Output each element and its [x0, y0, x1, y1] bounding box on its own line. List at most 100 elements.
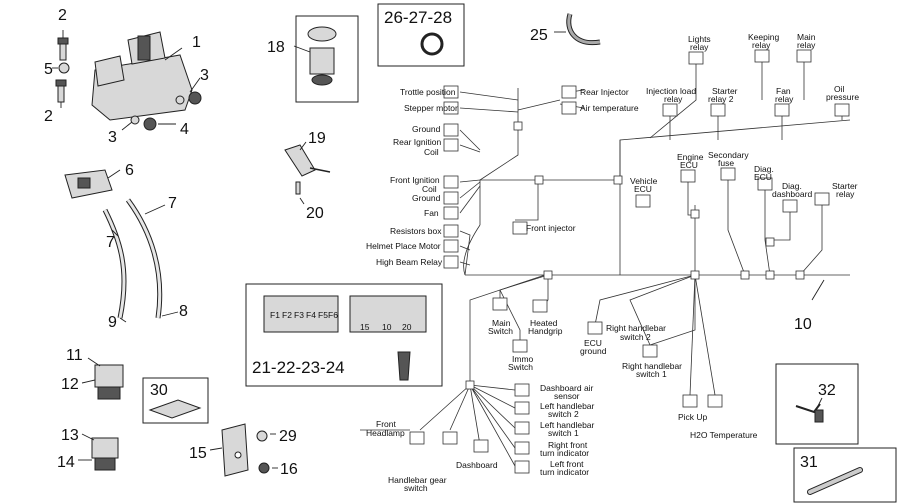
part-2-bolt-top: [57, 30, 69, 61]
label-diag-ecu-1: Diag.: [754, 164, 774, 174]
label-starter-relay-1: Starter: [832, 181, 858, 191]
label-26-27-28: 26-27-28: [384, 8, 452, 27]
relay-label-20: 20: [402, 322, 412, 332]
label-right-handlebar-switch2-2: switch 2: [620, 332, 651, 342]
part-15-bracket: [209, 423, 249, 477]
label-4: 4: [180, 121, 189, 138]
part-number-labels: 1 2 5 3 2 3 4 6 7 7 9 8 11 12 30 13 14 1…: [44, 7, 836, 478]
fuse-label-6: F6: [328, 310, 338, 320]
label-helmet-place-motor: Helmet Place Motor: [366, 241, 441, 251]
label-31: 31: [800, 454, 818, 471]
part-2-bolt-bottom: [55, 79, 67, 108]
label-lights-relay-2: relay: [690, 42, 709, 52]
label-front-ignition-1: Front Ignition: [390, 175, 440, 185]
part-7-8-9-cables: [102, 198, 179, 323]
label-29: 29: [279, 428, 297, 445]
label-h2o-temperature: H2O Temperature: [690, 430, 758, 440]
part-31-frame: [793, 447, 897, 503]
label-heated-handgrip-1: Heated: [530, 318, 558, 328]
label-left-front-turn-1: Left front: [550, 459, 584, 469]
part-18-frame: [293, 15, 359, 103]
fuse-label-2: F2: [282, 310, 292, 320]
label-2b: 2: [44, 108, 53, 125]
label-main-relay-1: Main: [797, 32, 816, 42]
label-dashboard-air-sensor-1: Dashboard air: [540, 383, 594, 393]
label-10: 10: [794, 316, 812, 333]
label-9: 9: [108, 314, 117, 331]
label-20: 20: [306, 205, 324, 222]
fuse-label-4: F4: [306, 310, 316, 320]
label-1: 1: [192, 34, 201, 51]
label-vehicle-ecu-2: ECU: [634, 184, 652, 194]
label-ground-1: Ground: [412, 124, 441, 134]
label-right-handlebar-switch1-1: Right handlebar: [622, 361, 682, 371]
part-32-frame: [775, 363, 859, 445]
label-21-22-23-24: 21-22-23-24: [252, 358, 345, 377]
harness-text-labels: Trottle position Stepper motor Rear Inje…: [366, 32, 859, 493]
label-front-ignition-2: Coil: [422, 184, 437, 194]
part-29-nut: [256, 430, 276, 442]
label-rear-ignition-2: Coil: [424, 147, 439, 157]
label-starter-relay2-1: Starter: [712, 86, 738, 96]
label-14: 14: [57, 454, 75, 471]
label-ecu-ground-1: ECU: [584, 338, 602, 348]
label-7a: 7: [168, 195, 177, 212]
label-diag-ecu-2: ECU: [754, 172, 772, 182]
relay-label-10: 10: [382, 322, 392, 332]
label-right-handlebar-switch1-2: switch 1: [636, 369, 667, 379]
label-7b: 7: [106, 234, 115, 251]
label-air-temperature: Air temperature: [580, 103, 639, 113]
part-20-screw: [295, 181, 305, 205]
label-secondary-fuse-1: Secondary: [708, 150, 749, 160]
label-dashboard: Dashboard: [456, 460, 498, 470]
label-right-front-turn-2: turn indicator: [540, 448, 589, 458]
label-30: 30: [150, 382, 168, 399]
fuse-label-5: F5: [318, 310, 328, 320]
label-right-handlebar-switch2-1: Right handlebar: [606, 323, 666, 333]
label-5: 5: [44, 61, 53, 78]
label-left-front-turn-2: turn indicator: [540, 467, 589, 477]
part-11-12-relay: [81, 357, 124, 400]
label-15: 15: [189, 445, 207, 462]
label-injection-load-relay-1: Injection load: [646, 86, 696, 96]
part-26-28-frame: [377, 3, 465, 67]
label-front-headlamp-1: Front: [376, 419, 396, 429]
part-5-screw: [52, 62, 70, 74]
fuse-label-3: F3: [294, 310, 304, 320]
label-8: 8: [179, 303, 188, 320]
label-fan-relay-1: Fan: [776, 86, 791, 96]
label-engine-ecu-2: ECU: [680, 160, 698, 170]
label-engine-ecu-1: Engine: [677, 152, 704, 162]
label-resistors-box: Resistors box: [390, 226, 442, 236]
label-lights-relay-1: Lights: [688, 34, 711, 44]
label-11: 11: [66, 347, 83, 364]
harness-junctions: [465, 121, 805, 390]
label-dashboard-air-sensor-2: sensor: [554, 391, 580, 401]
label-18: 18: [267, 39, 285, 56]
label-3b: 3: [108, 129, 117, 146]
label-2a: 2: [58, 7, 67, 24]
harness-boxes: [409, 49, 850, 474]
label-pick-up: Pick Up: [678, 412, 708, 422]
label-high-beam-relay: High Beam Relay: [376, 257, 443, 267]
fuse-label-1: F1: [270, 310, 280, 320]
label-25: 25: [530, 27, 548, 44]
part-25-clamp: [554, 13, 601, 46]
fuse-labels: F1 F2 F3 F4 F5 F6 15 10 20: [270, 310, 412, 332]
part-13-14-relay: [78, 433, 119, 471]
fuse-box-frame: [245, 283, 443, 387]
label-oil-pressure-1: Oil: [834, 84, 845, 94]
part-30-frame: [142, 377, 209, 424]
part-16-screw: [258, 462, 278, 474]
label-ecu-ground-2: ground: [580, 346, 607, 356]
label-13: 13: [61, 427, 79, 444]
label-injection-load-relay-2: relay: [664, 94, 683, 104]
label-diag-dashboard-1: Diag.: [782, 181, 802, 191]
label-right-front-turn-1: Right front: [548, 440, 588, 450]
label-12: 12: [61, 376, 79, 393]
label-left-handlebar-switch1-2: switch 1: [548, 428, 579, 438]
label-trottle-position: Trottle position: [400, 87, 456, 97]
label-diag-dashboard-2: dashboard: [772, 189, 812, 199]
label-handlebar-gear-switch-1: Handlebar gear: [388, 475, 447, 485]
